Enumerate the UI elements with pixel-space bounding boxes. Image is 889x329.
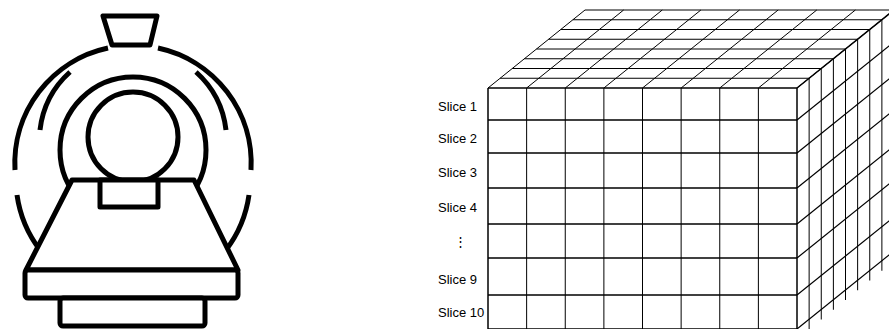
grid-line	[488, 294, 797, 296]
grid-line	[796, 88, 798, 329]
grid-line	[488, 87, 797, 89]
grid-line	[603, 88, 604, 329]
slice-label: Slice 4	[438, 201, 477, 214]
grid-line	[500, 78, 809, 79]
grid-line	[758, 88, 759, 329]
grid-line	[488, 187, 797, 189]
grid-line	[797, 180, 889, 258]
grid-line	[565, 88, 566, 329]
grid-line	[488, 119, 797, 121]
slice-label: Slice 9	[438, 273, 477, 286]
slice-label: Slice 1	[438, 100, 477, 113]
grid-line	[549, 39, 858, 40]
grid-line	[797, 146, 889, 224]
grid-line	[561, 29, 870, 30]
grid-line	[857, 39, 858, 290]
grid-line	[869, 30, 870, 281]
grid-line	[573, 19, 882, 20]
grid-line	[524, 58, 833, 59]
slice-label: Slice 2	[438, 132, 477, 145]
grid-line	[719, 88, 720, 329]
grid-line	[488, 328, 797, 329]
grid-line	[488, 223, 797, 225]
grid-line	[488, 152, 797, 154]
grid-line	[821, 69, 822, 320]
grid-line	[797, 42, 889, 120]
slice-label: Slice 10	[438, 306, 484, 319]
grid-line	[537, 49, 846, 50]
grid-line	[797, 251, 889, 329]
grid-line	[681, 88, 682, 329]
grid-line	[797, 110, 889, 188]
grid-line	[487, 88, 489, 329]
grid-line	[797, 10, 889, 88]
grid-line	[797, 217, 889, 295]
grid-line	[488, 257, 797, 259]
grid-line	[585, 10, 889, 11]
grid-line	[809, 78, 810, 329]
slice-label: ⋮	[454, 235, 467, 248]
slice-label: Slice 3	[438, 166, 477, 179]
grid-line	[642, 88, 643, 329]
grid-line	[526, 88, 527, 329]
grid-line	[881, 20, 882, 271]
grid-line	[833, 59, 834, 310]
grid-line	[845, 49, 846, 300]
grid-line	[512, 68, 821, 69]
grid-line	[797, 75, 889, 153]
